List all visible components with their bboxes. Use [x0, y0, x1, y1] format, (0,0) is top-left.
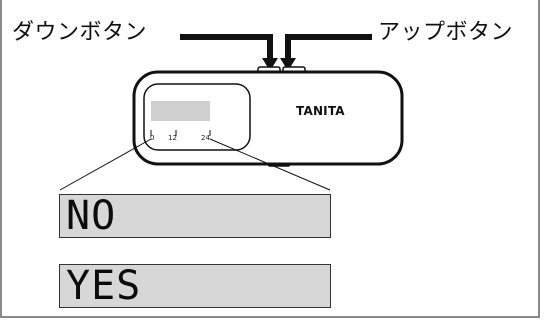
brand-logo: TANITA: [296, 104, 345, 118]
down-button-label: ダウンボタン: [12, 20, 148, 45]
lcd-display-yes: YES: [59, 264, 331, 308]
lcd-text: NO: [66, 193, 117, 239]
up-arrow-icon: [280, 34, 372, 71]
lcd-text: YES: [66, 263, 142, 309]
lcd-display-no: NO: [59, 194, 331, 238]
scale-tick-label: 24: [201, 134, 210, 142]
screen-bar: [151, 101, 210, 121]
scale-tick-label: 0: [150, 134, 155, 142]
zoom-line-left: [59, 138, 152, 191]
zoom-line-right: [209, 138, 331, 191]
up-button-label: アップボタン: [378, 20, 514, 45]
figure-frame: [0, 0, 540, 318]
scale-tick-label: 12: [168, 134, 177, 142]
down-arrow-icon: [180, 34, 278, 71]
